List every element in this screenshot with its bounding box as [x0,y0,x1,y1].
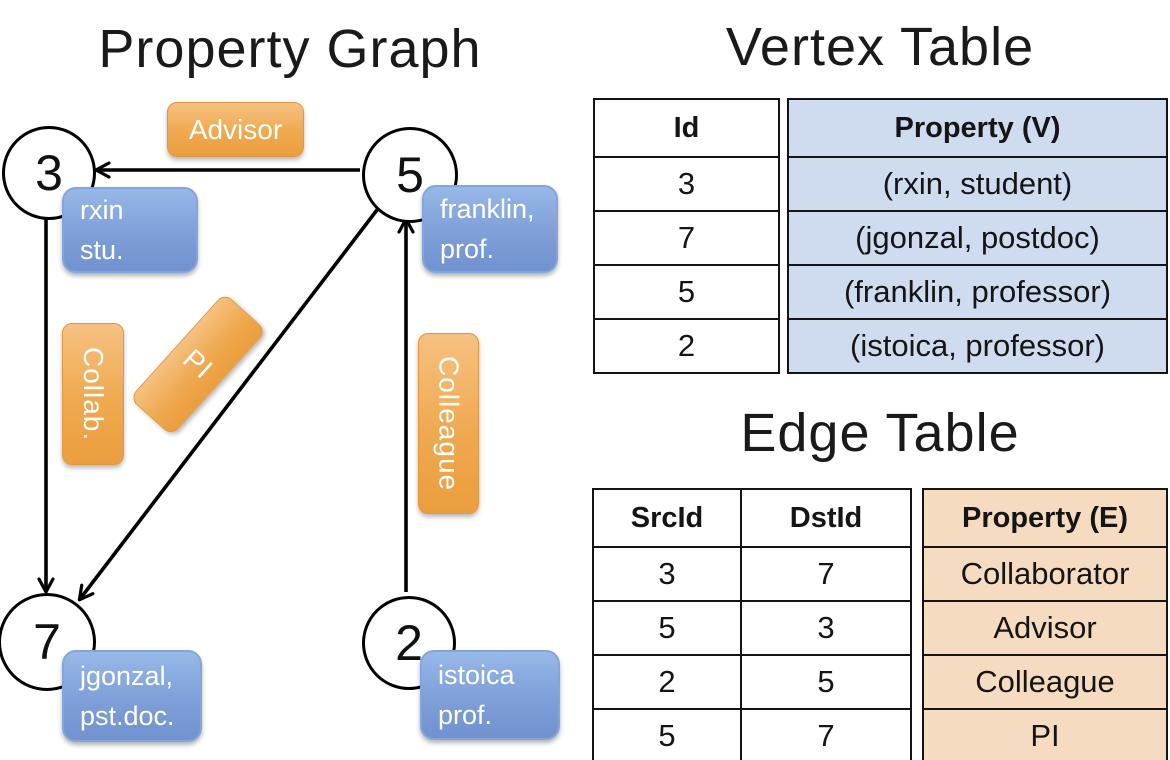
vertex-property-box-franklin: franklin, prof. [422,185,558,273]
edge-table-title: Edge Table [740,403,1020,463]
edge-label-text: PI [177,343,220,386]
vertex-property-cell: (jgonzal, postdoc) [787,210,1168,266]
edge-table-id-columns: SrcId DstId 3 7 5 3 2 5 5 7 [592,488,912,760]
table-row: 5 [593,264,780,320]
table-row: Colleague [922,654,1168,710]
vertex-property-line: pst.doc. [80,701,175,731]
edge-table-header-srcid: SrcId [592,488,742,548]
vertex-table-header-id: Id [593,98,780,158]
edge-property-cell: Advisor [922,600,1168,656]
edge-label-text: Colleague [433,355,465,492]
table-row: 5 7 [592,708,912,760]
vertex-table-title: Vertex Table [725,17,1035,77]
vertex-property-line: jgonzal, [80,661,174,691]
vertex-property-cell: (franklin, professor) [787,264,1168,320]
table-row: Advisor [922,600,1168,656]
edge-label-text: Advisor [188,113,283,145]
vertex-property-box-rxin: rxin stu. [62,187,198,273]
vertex-property-box-istoica: istoica prof. [420,650,560,740]
vertex-table-header-property: Property (V) [787,98,1168,158]
vertex-property-cell: (rxin, student) [787,156,1168,212]
edge-label-text: Collab. [78,346,109,442]
table-row: 5 3 [592,600,912,656]
edge-table-property-column: Property (E) Collaborator Advisor Collea… [922,488,1168,760]
vertex-id-cell: 5 [593,264,780,320]
vertex-property-line: prof. [440,234,495,264]
edge-property-cell: Collaborator [922,546,1168,602]
vertex-id-cell: 2 [593,318,780,374]
vertex-property-box-jgonzal: jgonzal, pst.doc. [62,650,202,742]
property-graph-title: Property Graph [98,19,482,79]
table-row: 3 [593,156,780,212]
edge-label-collab: Collab. [62,323,124,465]
vertex-id-cell: 7 [593,210,780,266]
table-row: Collaborator [922,546,1168,602]
vertex-table-id-column: Id 3 7 5 2 [593,98,780,374]
edge-dst-cell: 3 [740,600,912,656]
edge-src-cell: 3 [592,546,742,602]
table-row: 3 7 [592,546,912,602]
edge-property-cell: PI [922,708,1168,760]
edge-table-header-property: Property (E) [922,488,1168,548]
vertex-property-line: prof. [438,700,493,730]
table-row: (rxin, student) [787,156,1168,212]
vertex-property-line: stu. [80,235,124,265]
graph-node-3: 3 [2,126,96,220]
table-row: 2 [593,318,780,374]
edge-src-cell: 2 [592,654,742,710]
table-row: (jgonzal, postdoc) [787,210,1168,266]
vertex-property-line: istoica [438,660,515,690]
edge-property-cell: Colleague [922,654,1168,710]
edge-dst-cell: 7 [740,708,912,760]
node-id-label: 2 [395,615,423,671]
node-id-label: 3 [35,145,63,201]
table-row: 7 [593,210,780,266]
edge-label-pi: PI [129,292,267,437]
edge-src-cell: 5 [592,708,742,760]
graph-node-5: 5 [362,127,458,223]
node-id-label: 5 [396,147,424,203]
edge-src-cell: 5 [592,600,742,656]
edge-label-advisor: Advisor [167,102,304,157]
table-row: 2 5 [592,654,912,710]
vertex-property-cell: (istoica, professor) [787,318,1168,374]
edge-dst-cell: 7 [740,546,912,602]
vertex-id-cell: 3 [593,156,780,212]
vertex-property-line: franklin, [440,194,535,224]
edge-label-colleague: Colleague [418,333,479,514]
table-row: (istoica, professor) [787,318,1168,374]
node-id-label: 7 [33,614,61,670]
vertex-table-property-column: Property (V) (rxin, student) (jgonzal, p… [787,98,1168,374]
table-row: (franklin, professor) [787,264,1168,320]
vertex-property-line: rxin [80,195,124,225]
table-row: PI [922,708,1168,760]
edge-dst-cell: 5 [740,654,912,710]
edge-table-header-dstid: DstId [740,488,912,548]
